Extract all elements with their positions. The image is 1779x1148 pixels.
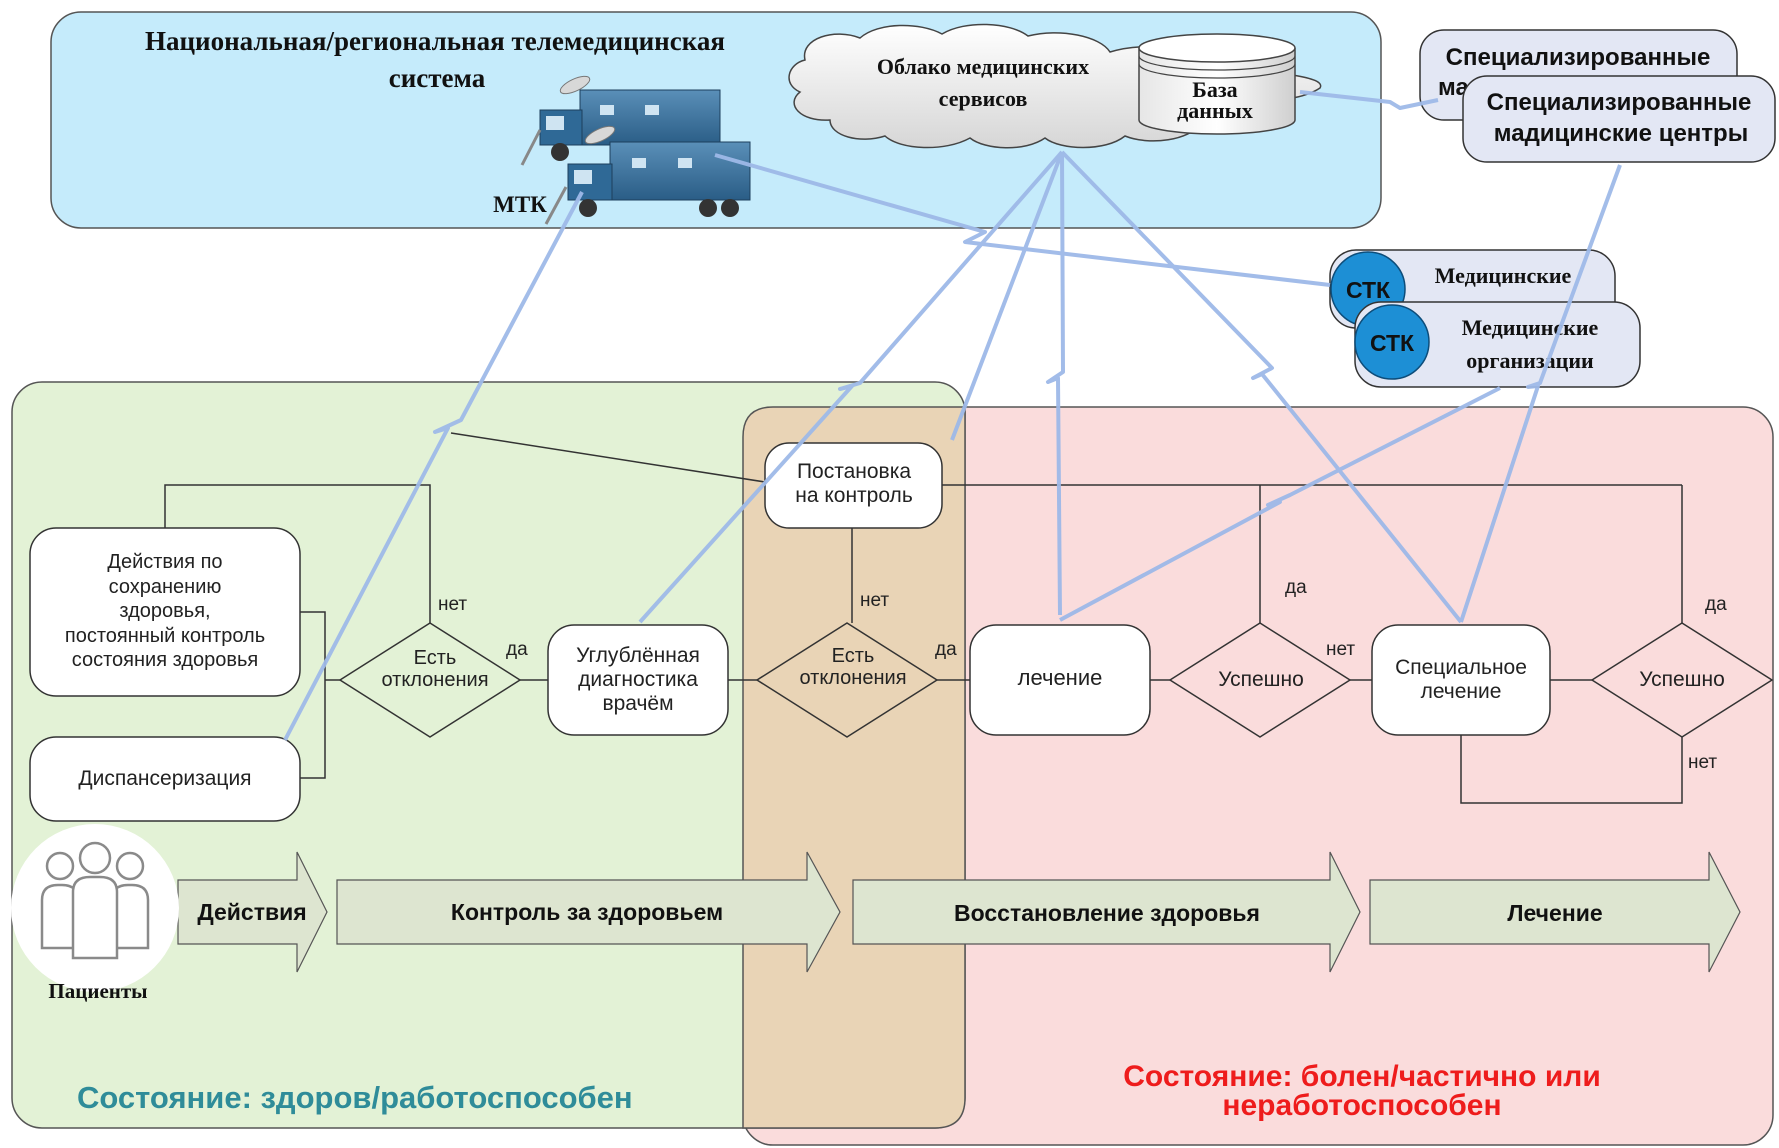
no-label-success-1: нет bbox=[1326, 639, 1355, 660]
link-mtk-med-org bbox=[714, 153, 1331, 287]
decision-deviation-1[interactable]: Есть отклонения bbox=[338, 622, 522, 738]
link-cloud-put-control bbox=[950, 151, 1064, 441]
put-control-line1: Постановка bbox=[797, 460, 911, 483]
patients-group: Пациенты bbox=[11, 824, 179, 1003]
decision-success-1[interactable]: Успешно bbox=[1168, 622, 1352, 738]
deviation-2-line2: отклонения bbox=[799, 667, 906, 689]
deep-diag-line-2: диагностика bbox=[578, 668, 698, 691]
health-actions-line-4: постоянный контроль bbox=[65, 625, 265, 647]
spec-centers-line2: мадицинские центры bbox=[1494, 120, 1748, 147]
wireless-links bbox=[283, 90, 1622, 741]
decision-success-2[interactable]: Успешно bbox=[1590, 622, 1774, 738]
stage-health-control-label: Контроль за здоровьем bbox=[451, 899, 723, 925]
patients-label: Пациенты bbox=[48, 979, 147, 1003]
stk-label-back: СТК bbox=[1346, 277, 1391, 303]
stk-label: СТК bbox=[1370, 330, 1415, 356]
medical-organizations[interactable]: Медицинские СТК СТК Медицинские организа… bbox=[1329, 249, 1641, 388]
specialized-centers[interactable]: Специализированные ма Специализированные… bbox=[1419, 29, 1776, 163]
database[interactable]: База данных bbox=[1138, 33, 1296, 135]
health-actions-line-3: здоровья, bbox=[119, 600, 210, 622]
cloud-label-line2: сервисов bbox=[939, 86, 1028, 111]
spec-centers-back-line1: Специализированные bbox=[1446, 44, 1711, 71]
health-actions-line-5: состояния здоровья bbox=[72, 649, 258, 671]
link-cloud-special-treatment bbox=[1060, 150, 1463, 624]
arrow-recovery bbox=[852, 851, 1361, 973]
deep-diag-line-3: врачём bbox=[602, 692, 673, 715]
patients-icon bbox=[40, 841, 150, 960]
node-deep-diagnostics[interactable]: Углублённая диагностика врачём bbox=[547, 624, 729, 736]
db-label-line2: данных bbox=[1177, 98, 1253, 123]
arrow-actions bbox=[177, 851, 328, 973]
node-treatment[interactable]: лечение bbox=[969, 624, 1151, 736]
put-control-line2: на контроль bbox=[795, 484, 913, 507]
arrow-treatment bbox=[1369, 851, 1741, 973]
success-1-label: Успешно bbox=[1218, 668, 1304, 691]
link-cloud-deep-diag bbox=[638, 150, 1064, 624]
stage-arrows bbox=[177, 851, 1741, 973]
link-mtk-dispensary bbox=[283, 191, 584, 741]
arrow-health-control bbox=[336, 851, 841, 973]
stage-recovery-label: Восстановление здоровья bbox=[954, 900, 1260, 926]
med-org-line1: Медицинские bbox=[1462, 315, 1599, 340]
node-dispensary[interactable]: Диспансеризация bbox=[29, 736, 301, 822]
med-org-line2: организации bbox=[1466, 348, 1594, 373]
cloud-label-line1: Облако медицинских bbox=[877, 54, 1089, 79]
mtk-trucks-icon bbox=[520, 75, 751, 225]
stk-badge bbox=[1354, 304, 1430, 380]
yes-label-deviation-1: да bbox=[506, 639, 528, 660]
node-put-on-control[interactable]: Постановка на контроль bbox=[764, 442, 943, 529]
deviation-1-line2: отклонения bbox=[381, 669, 488, 691]
no-label-deviation-1: нет bbox=[438, 594, 467, 615]
stage-actions-label: Действия bbox=[197, 899, 306, 925]
deep-diag-line-1: Углублённая bbox=[576, 644, 700, 667]
healthy-state-caption: Состояние: здоров/работоспособен bbox=[77, 1080, 633, 1115]
health-actions-line-2: сохранению bbox=[109, 576, 222, 598]
no-label-success-2: нет bbox=[1688, 752, 1717, 773]
special-treatment-line2: лечение bbox=[1421, 680, 1502, 703]
link-db-centers bbox=[1299, 90, 1439, 110]
deviation-1-line1: Есть bbox=[414, 647, 457, 669]
health-actions-line-1: Действия по bbox=[107, 551, 222, 573]
sick-state-caption-line2: неработоспособен bbox=[1222, 1089, 1501, 1122]
special-treatment-line1: Специальное bbox=[1395, 656, 1527, 679]
yes-label-success-2: да bbox=[1705, 594, 1727, 615]
system-title-line2: система bbox=[389, 63, 486, 93]
dispensary-label: Диспансеризация bbox=[78, 767, 251, 790]
overlap-zone bbox=[742, 406, 966, 1129]
decision-deviation-2[interactable]: Есть отклонения bbox=[755, 622, 939, 738]
med-org-back-line1: Медицинские bbox=[1435, 263, 1572, 288]
flow-connectors bbox=[164, 432, 1683, 804]
mtk-label: МТК bbox=[493, 192, 547, 217]
no-label-put-control: нет bbox=[860, 590, 889, 611]
node-health-actions[interactable]: Действия по сохранению здоровья, постоян… bbox=[29, 527, 301, 697]
system-title-line1: Национальная/региональная телемедицинска… bbox=[145, 26, 725, 56]
stage-treatment-label: Лечение bbox=[1507, 900, 1602, 926]
yes-label-deviation-2: да bbox=[935, 639, 957, 660]
sick-state-caption-line1: Состояние: болен/частично или bbox=[1123, 1060, 1601, 1093]
node-special-treatment[interactable]: Специальное лечение bbox=[1371, 624, 1551, 736]
link-med-org-treatment bbox=[1059, 386, 1501, 622]
link-cloud-treatment bbox=[1046, 151, 1065, 616]
link-centers-special-treatment bbox=[1459, 164, 1622, 623]
db-label-line1: База bbox=[1192, 77, 1237, 102]
spec-centers-line1: Специализированные bbox=[1487, 89, 1752, 116]
deviation-2-line1: Есть bbox=[832, 645, 875, 667]
treatment-label: лечение bbox=[1018, 665, 1103, 690]
success-2-label: Успешно bbox=[1639, 668, 1725, 691]
yes-label-success-1: да bbox=[1285, 577, 1307, 598]
